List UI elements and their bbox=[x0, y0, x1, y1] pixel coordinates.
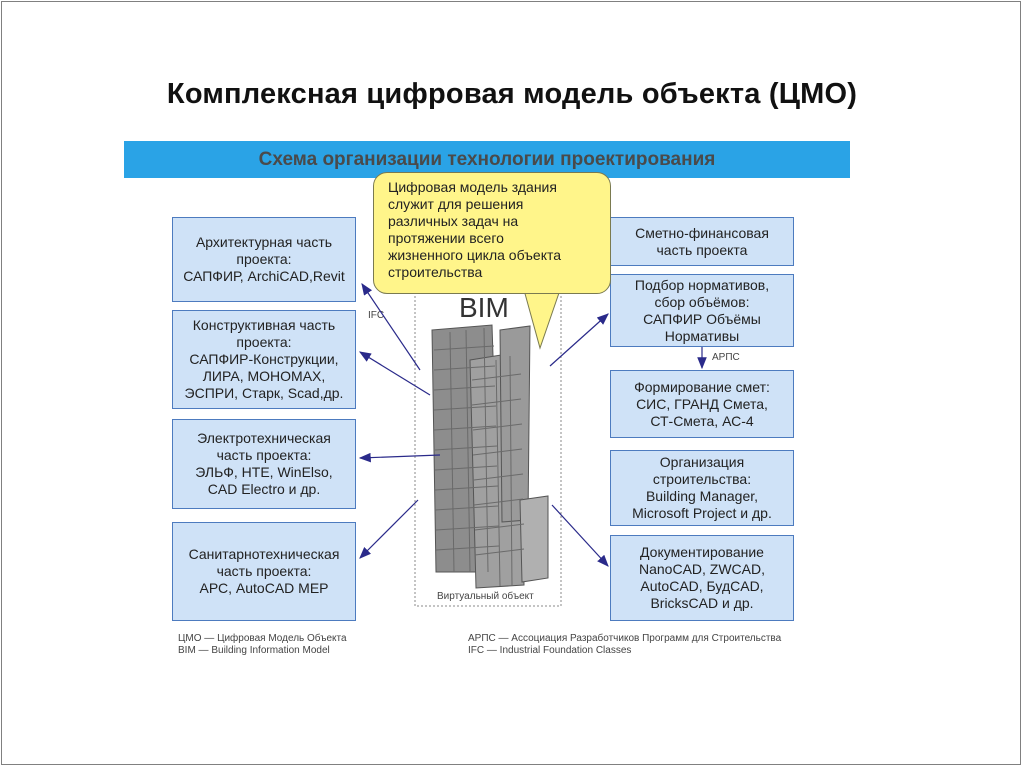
box-structural: Конструктивная часть проекта: САПФИР-Кон… bbox=[172, 310, 356, 409]
virtual-object-label: Виртуальный объект bbox=[437, 591, 534, 602]
box-estimates: Формирование смет: СИС, ГРАНД Смета, СТ-… bbox=[610, 370, 794, 438]
box-documentation-text: Документирование NanoCAD, ZWCAD, AutoCAD… bbox=[638, 544, 766, 611]
bim-label: BIM bbox=[459, 292, 509, 323]
box-architectural-text: Архитектурная часть проекта: САПФИР, Arc… bbox=[183, 234, 345, 284]
box-estimate-finance: Сметно-финансовая часть проекта bbox=[610, 217, 794, 266]
ifc-label: IFC bbox=[368, 310, 385, 321]
box-architectural: Архитектурная часть проекта: САПФИР, Arc… bbox=[172, 217, 356, 302]
legend-right: АРПС — Ассоциация Разработчиков Программ… bbox=[468, 633, 782, 656]
box-estimate-finance-text: Сметно-финансовая часть проекта bbox=[635, 224, 769, 258]
slide-title: Комплексная цифровая модель объекта (ЦМО… bbox=[166, 78, 858, 110]
box-documentation: Документирование NanoCAD, ZWCAD, AutoCAD… bbox=[610, 535, 794, 621]
box-norms-volumes-text: Подбор нормативов, сбор объёмов: САПФИР … bbox=[634, 276, 770, 344]
box-structural-text: Конструктивная часть проекта: САПФИР-Кон… bbox=[184, 317, 344, 401]
box-construction-org-text: Организация строительства: Building Mana… bbox=[632, 454, 772, 521]
arps-label: АРПС bbox=[712, 352, 740, 363]
box-norms-volumes: Подбор нормативов, сбор объёмов: САПФИР … bbox=[610, 274, 794, 347]
box-estimates-text: Формирование смет: СИС, ГРАНД Смета, СТ-… bbox=[634, 378, 770, 429]
bim-callout: Цифровая модель здания служит для решени… bbox=[373, 172, 611, 294]
diagram-banner: Схема организации технологии проектирова… bbox=[124, 141, 850, 178]
legend-left: ЦМО — Цифровая Модель Объекта BIM — Buil… bbox=[178, 633, 347, 656]
box-sanitary: Санитарнотехническая часть проекта: АРС,… bbox=[172, 522, 356, 621]
box-sanitary-text: Санитарнотехническая часть проекта: АРС,… bbox=[188, 546, 340, 596]
building-illustration bbox=[431, 324, 549, 589]
bim-callout-text: Цифровая модель здания служит для решени… bbox=[388, 179, 562, 280]
box-electrical: Электротехническая часть проекта: ЭЛЬФ, … bbox=[172, 419, 356, 509]
box-construction-org: Организация строительства: Building Mana… bbox=[610, 450, 794, 526]
box-electrical-text: Электротехническая часть проекта: ЭЛЬФ, … bbox=[195, 430, 333, 497]
